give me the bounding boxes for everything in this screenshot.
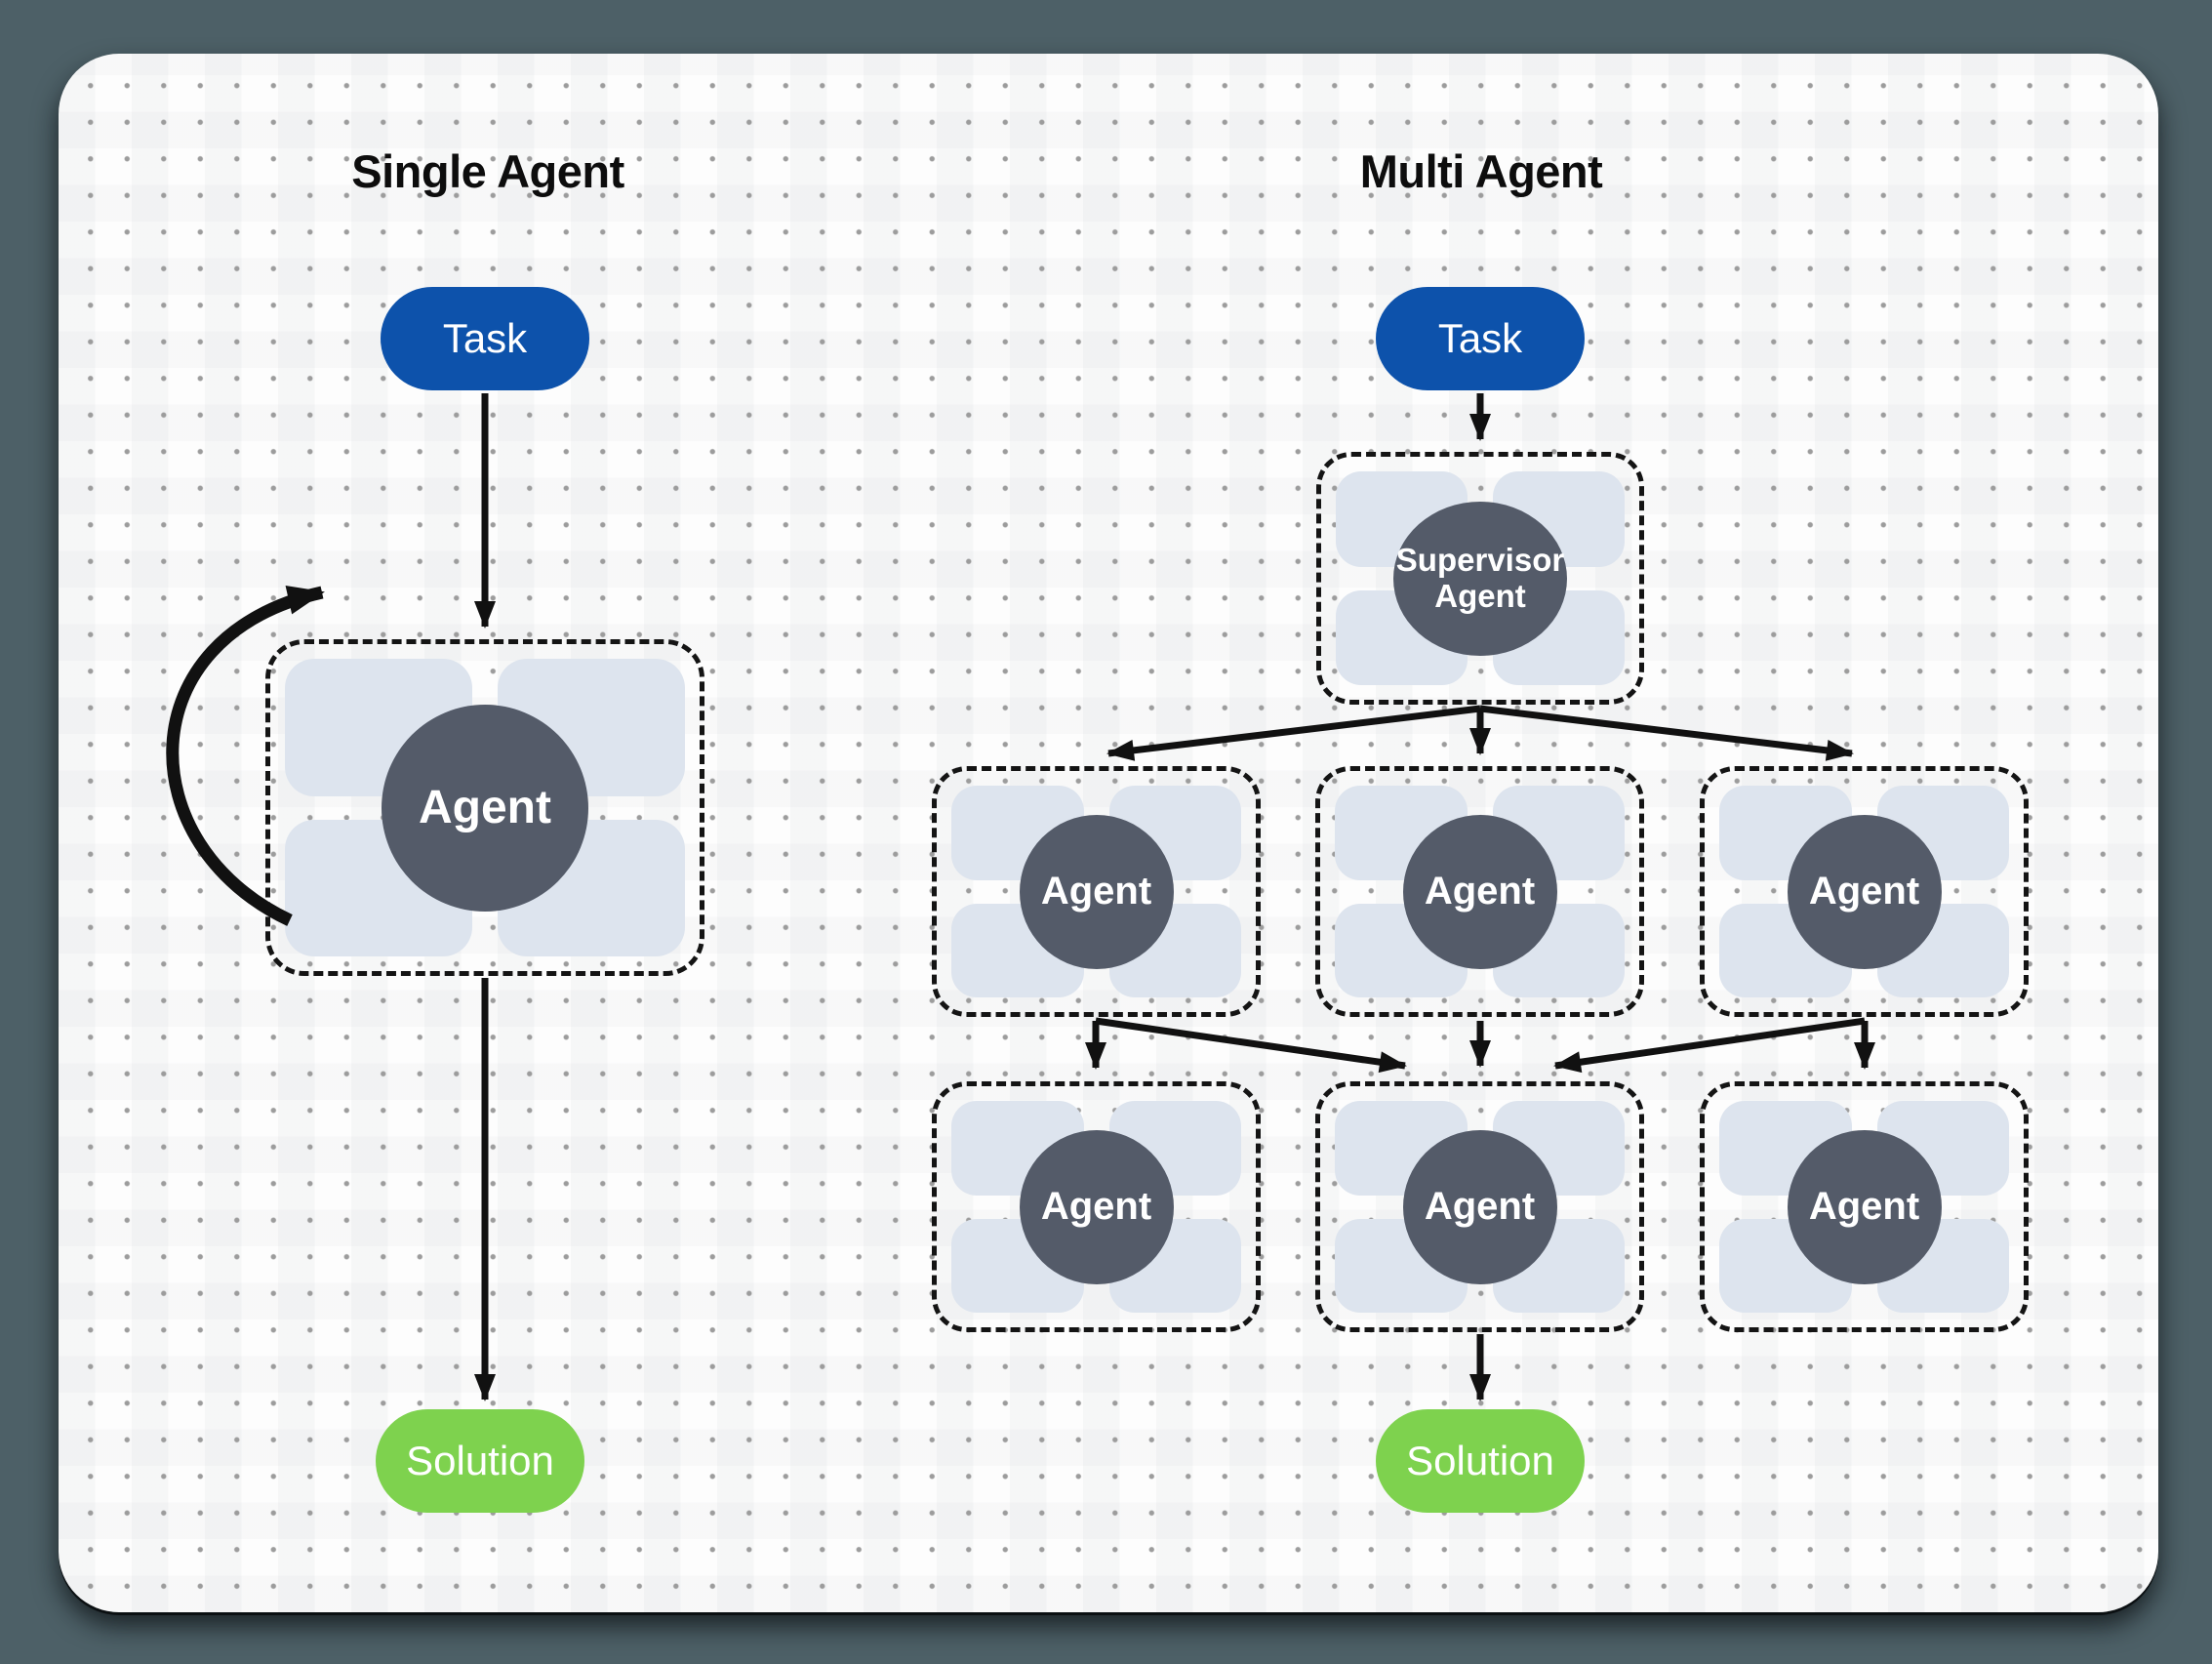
task-label: Task <box>1437 315 1523 361</box>
agent-box-row2-center: Agent <box>1315 1081 1644 1332</box>
task-node-multi: Task <box>1376 287 1585 390</box>
agent-box-row2-left: Agent <box>932 1081 1261 1332</box>
single-agent-box: Agent <box>265 639 704 976</box>
supervisor-agent-circle: Supervisor Agent <box>1393 501 1567 656</box>
agent-label: Agent <box>1040 870 1152 913</box>
agent-circle: Agent <box>1402 814 1557 969</box>
supervisor-agent-label: Supervisor Agent <box>1395 542 1565 614</box>
solution-label: Solution <box>406 1438 554 1483</box>
agent-circle: Agent <box>1019 1129 1174 1284</box>
multi-agent-title: Multi Agent <box>1359 145 1603 197</box>
agent-label: Agent <box>1424 1185 1536 1228</box>
agent-circle: Agent <box>1402 1129 1557 1284</box>
agent-circle: Agent <box>1019 814 1174 969</box>
agent-label: Agent <box>419 782 551 833</box>
agent-circle: Agent <box>1787 1129 1942 1284</box>
agent-box-row2-right: Agent <box>1700 1081 2029 1332</box>
agent-circle: Agent <box>1787 814 1942 969</box>
agent-box-row1-right: Agent <box>1700 766 2029 1017</box>
solution-label: Solution <box>1406 1438 1554 1483</box>
agent-label: Agent <box>1040 1185 1152 1228</box>
single-agent-title: Single Agent <box>351 145 624 197</box>
task-node-single: Task <box>381 287 589 390</box>
solution-node-multi: Solution <box>1376 1409 1585 1513</box>
solution-node-single: Solution <box>376 1409 584 1513</box>
supervisor-agent-box: Supervisor Agent <box>1316 452 1644 705</box>
agent-box-row1-center: Agent <box>1315 766 1644 1017</box>
agent-circle: Agent <box>382 704 588 912</box>
agent-label: Agent <box>1808 870 1920 913</box>
agent-box-row1-left: Agent <box>932 766 1261 1017</box>
task-label: Task <box>442 315 528 361</box>
agent-label: Agent <box>1424 870 1536 913</box>
agent-label: Agent <box>1808 1185 1920 1228</box>
